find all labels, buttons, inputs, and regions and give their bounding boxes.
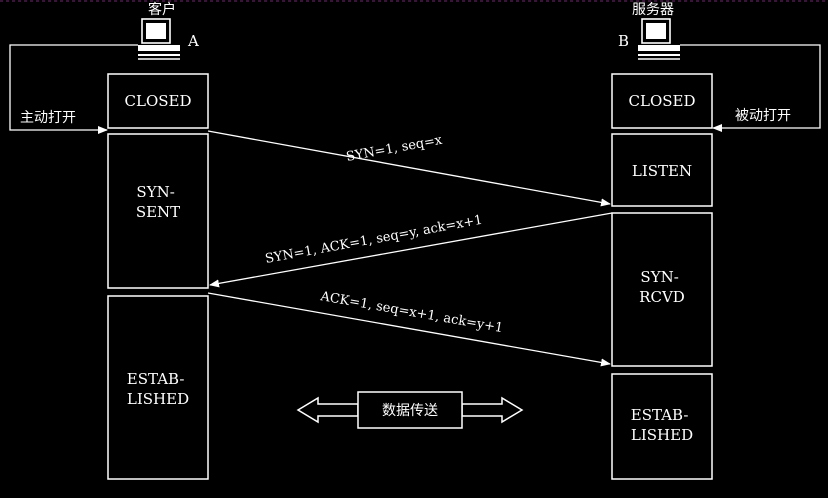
computer-icon <box>638 18 680 60</box>
message-syn-label: SYN=1, seq=x <box>345 133 444 165</box>
server-state-established-line2: LISHED <box>631 426 693 444</box>
server-letter: B <box>618 32 629 50</box>
active-open-loop <box>9 44 138 134</box>
data-transfer-box <box>357 391 463 429</box>
message-syn-arrow <box>207 130 611 207</box>
server-state-listen-label: LISTEN <box>632 162 692 180</box>
passive-open-loop <box>680 44 821 132</box>
client-state-closed-label: CLOSED <box>125 92 192 110</box>
client-state-established-line2: LISHED <box>127 390 189 408</box>
client-state-syn-sent-line1: SYN- <box>136 183 174 201</box>
message-syn-ack-arrow <box>209 212 613 288</box>
server-state-closed-label: CLOSED <box>629 92 696 110</box>
client-state-established-line1: ESTAB- <box>127 370 185 388</box>
server-state-syn-rcvd-label: SYN- RCVD <box>639 268 685 306</box>
server-state-syn-rcvd-line1: SYN- <box>640 268 678 286</box>
server-state-established <box>611 373 713 480</box>
message-ack-arrow <box>207 292 611 367</box>
computer-icon <box>138 18 180 60</box>
client-state-syn-sent-label: SYN- SENT <box>136 183 180 221</box>
server-title: 服务器 <box>632 2 674 18</box>
server-state-syn-rcvd <box>611 212 713 367</box>
client-state-closed <box>107 73 209 129</box>
client-state-syn-sent-line2: SENT <box>136 203 180 221</box>
client-letter: A <box>187 32 199 50</box>
data-transfer-left-arrow <box>296 396 359 424</box>
server-state-syn-rcvd-line2: RCVD <box>639 288 685 306</box>
server-state-listen <box>611 133 713 207</box>
client-state-established-label: ESTAB- LISHED <box>127 370 189 408</box>
client-title: 客户 <box>148 1 176 18</box>
client-state-syn-sent <box>107 133 209 289</box>
data-transfer-label: 数据传送 <box>382 403 438 419</box>
client-state-established <box>107 295 209 480</box>
server-state-established-label: ESTAB- LISHED <box>631 406 693 444</box>
data-transfer-right-arrow <box>461 396 524 424</box>
message-syn-ack-label: SYN=1, ACK=1, seq=y, ack=x+1 <box>264 213 484 267</box>
active-open-label: 主动打开 <box>20 109 76 126</box>
server-state-established-line1: ESTAB- <box>631 406 689 424</box>
passive-open-label: 被动打开 <box>735 107 791 124</box>
server-state-closed <box>611 73 713 129</box>
